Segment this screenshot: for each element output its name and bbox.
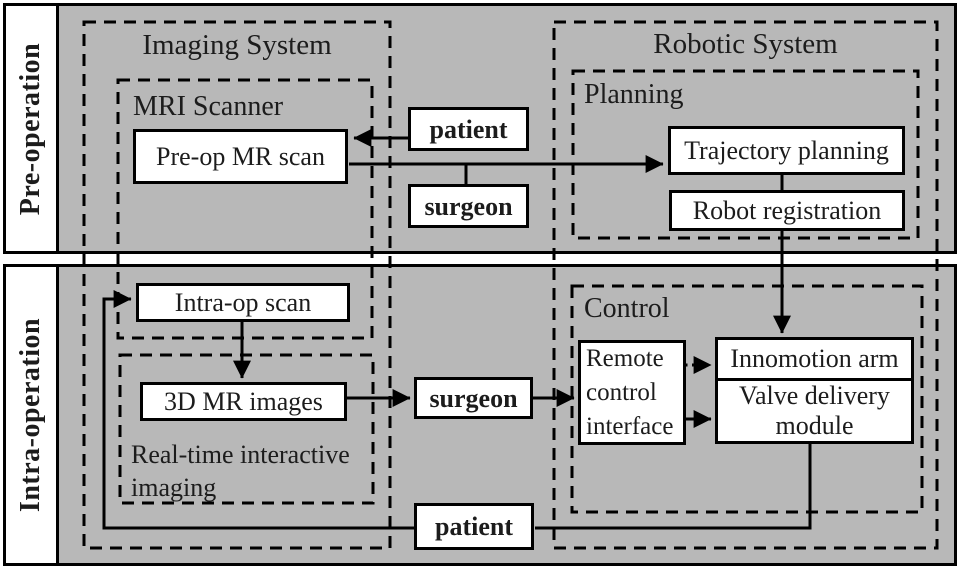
node-surgeon-intraop: surgeon (414, 377, 533, 419)
imaging-system-title: Imaging System (142, 29, 332, 61)
node-intra-op-scan: Intra-op scan (136, 283, 350, 322)
node-robot-arm-stack: Innomotion arm Valve delivery module (715, 337, 914, 444)
node-3d-mr-images: 3D MR images (140, 382, 347, 421)
node-pre-op-mr-scan: Pre-op MR scan (133, 129, 348, 184)
intra-operation-label: Intra-operation (15, 317, 46, 513)
node-surgeon-preop: surgeon (408, 184, 529, 228)
node-trajectory-planning: Trajectory planning (668, 126, 905, 175)
node-patient-preop: patient (408, 107, 529, 151)
node-valve-delivery-module: Valve delivery module (739, 381, 890, 440)
control-label: Control (584, 293, 670, 324)
robotic-system-title: Robotic System (653, 28, 838, 60)
node-robot-registration: Robot registration (669, 190, 905, 231)
node-remote-control-interface: Remote control interface (578, 340, 686, 445)
mri-scanner-label: MRI Scanner (133, 91, 284, 122)
pre-operation-label: Pre-operation (15, 42, 47, 215)
realtime-imaging-label: Real-time interactive imaging (131, 440, 350, 502)
intra-operation-label-strip: Intra-operation (6, 267, 59, 563)
node-patient-intraop: patient (414, 503, 534, 550)
planning-label: Planning (584, 79, 684, 110)
pre-operation-label-strip: Pre-operation (6, 6, 59, 251)
node-innomotion-arm: Innomotion arm (718, 340, 911, 381)
